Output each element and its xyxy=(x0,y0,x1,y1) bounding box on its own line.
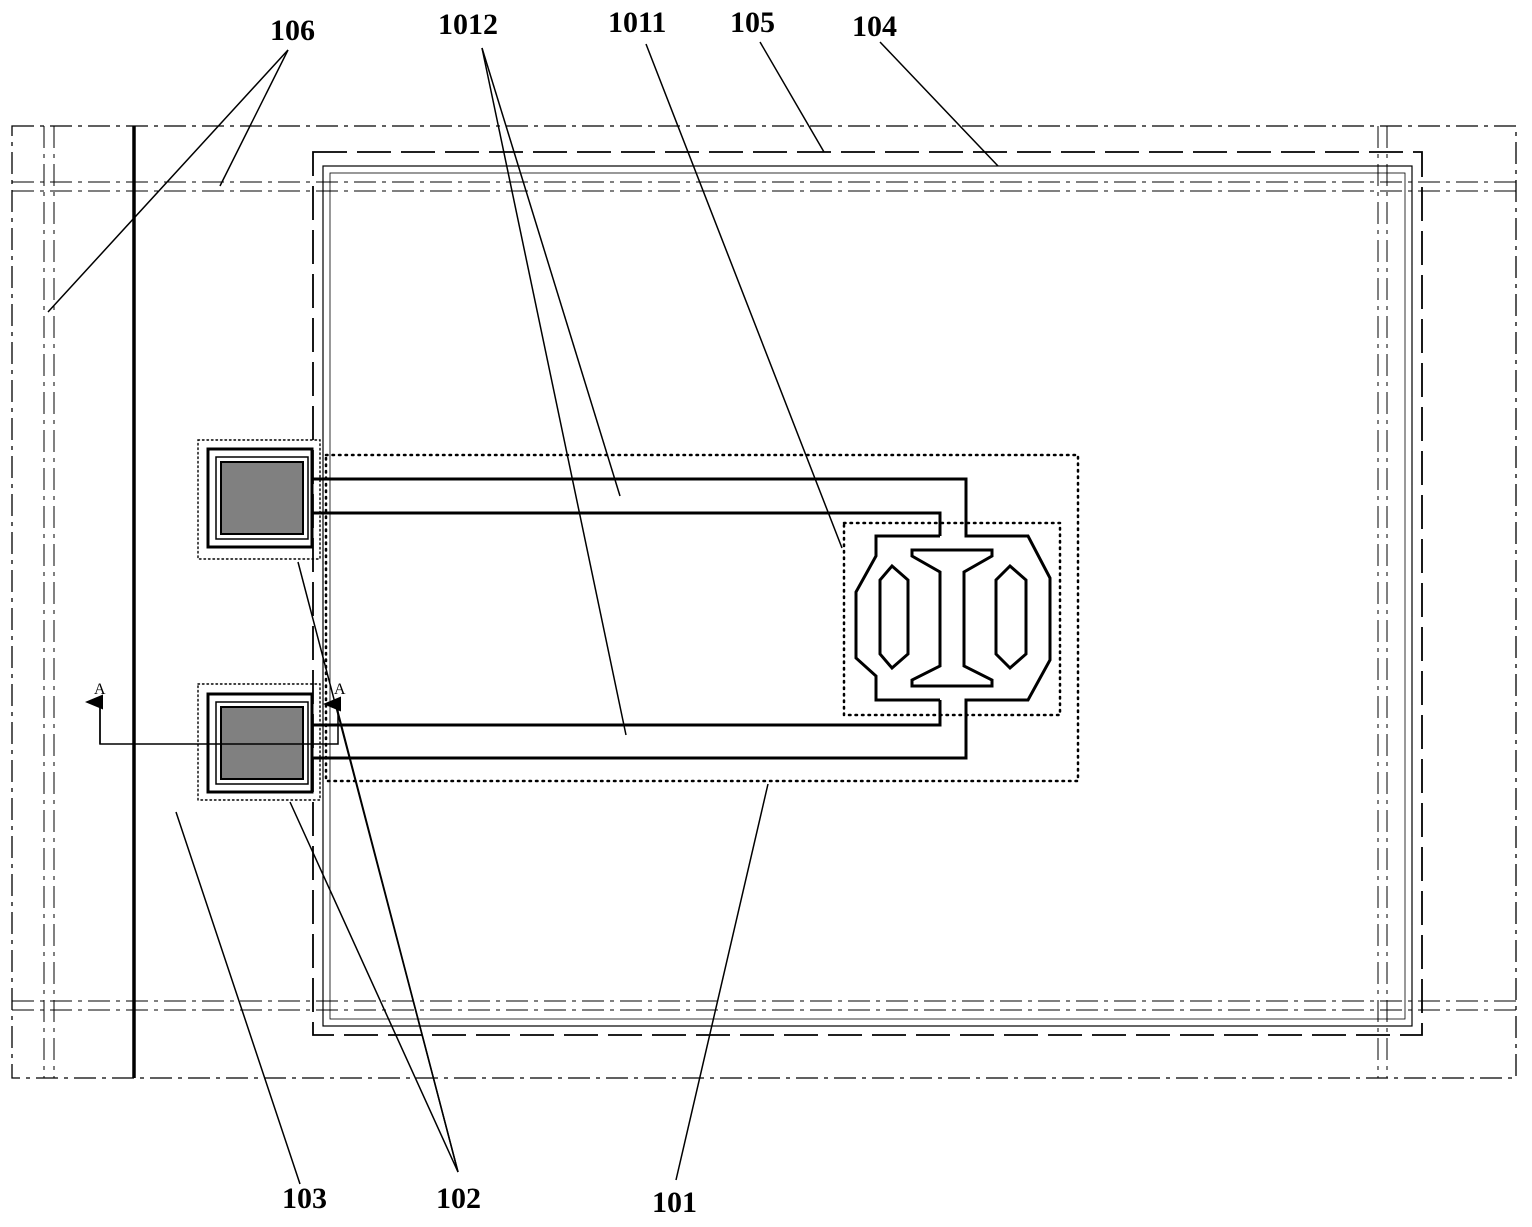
label-103: 103 xyxy=(282,1182,327,1215)
label-106: 106 xyxy=(270,14,315,47)
horizontal-lines-106 xyxy=(12,182,1516,1010)
section-a-left-label: A xyxy=(94,681,106,698)
contact-pad-top xyxy=(208,449,312,547)
sensor-element-1011 xyxy=(856,536,1026,700)
label-104: 104 xyxy=(852,10,897,43)
label-102: 102 xyxy=(436,1182,481,1215)
vertical-lines-106 xyxy=(44,126,1387,1078)
label-1012: 1012 xyxy=(438,8,498,41)
section-a-right-label: A xyxy=(334,681,346,698)
label-1011: 1011 xyxy=(608,6,666,39)
label-101: 101 xyxy=(652,1186,697,1219)
dashed-region-105 xyxy=(313,152,1422,1035)
label-105: 105 xyxy=(730,6,775,39)
contact-pad-bottom xyxy=(208,694,312,792)
outer-boundary xyxy=(12,126,1516,1078)
double-line-region-104 xyxy=(323,166,1412,1026)
